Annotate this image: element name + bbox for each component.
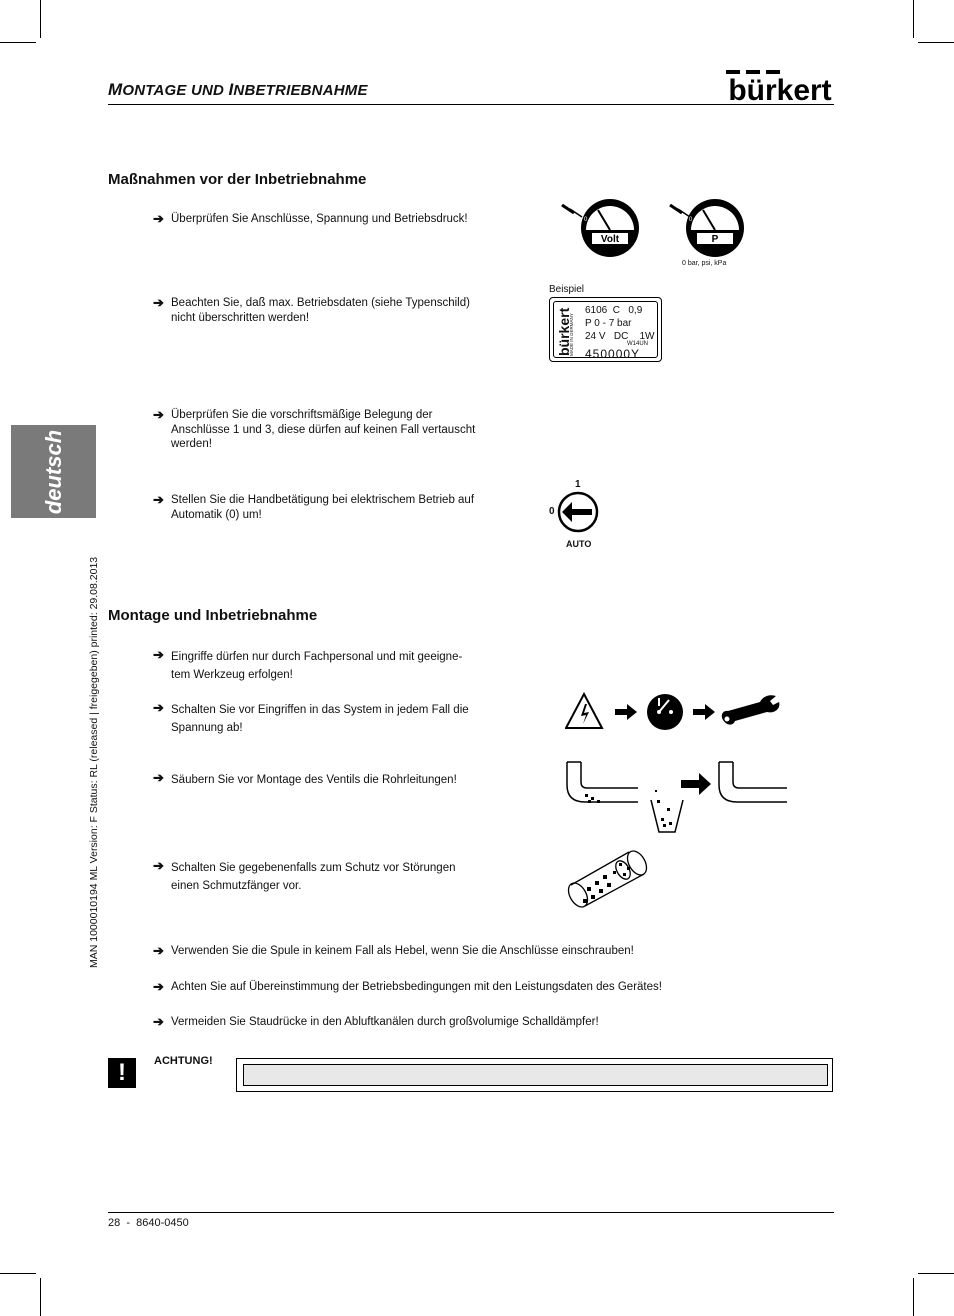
warning-box-content [243,1064,828,1086]
arrow-icon: ➔ [153,647,164,662]
switch-off-icon [647,694,683,730]
gauge-units-note: 0 bar, psi, kPa [682,260,727,267]
switch-position-0: 0 [549,506,555,517]
list-item: ➔Schalten Sie gegebenenfalls zum Schutz … [153,859,473,895]
svg-text:bürkert: bürkert [728,74,831,104]
high-voltage-warning-icon [565,691,604,729]
warning-label: ACHTUNG! [154,1055,213,1067]
list-item: ➔Stellen Sie die Handbetätigung bei elek… [153,492,475,521]
switch-position-1: 1 [575,479,581,490]
arrow-right-icon [693,704,715,720]
svg-text:0: 0 [584,217,588,223]
crop-mark [40,1278,41,1316]
list-item: ➔Überprüfen Sie Anschlüsse, Spannung und… [153,211,468,226]
arrow-icon: ➔ [153,700,164,715]
burkert-logo: bürkert [726,70,832,104]
document-meta-vertical: MAN 1000010194 ML Version: F Status: RL … [88,556,100,968]
nameplate-line3: 24 V DC 1W [585,331,655,342]
crop-mark [913,0,914,38]
arrow-icon: ➔ [153,407,164,422]
arrow-icon: ➔ [153,211,164,226]
arrow-right-icon [681,773,711,795]
crop-mark [918,42,954,43]
footer-rule [108,1212,834,1213]
page-footer: 28 - 8640-0450 [108,1217,189,1229]
arrow-icon: ➔ [153,492,164,507]
svg-text:0: 0 [689,217,693,223]
crop-mark [918,1273,954,1274]
list-item: ➔Überprüfen Sie die vorschriftsmäßige Be… [153,407,476,450]
list-item: ➔Säubern Sie vor Montage des Ventils die… [153,771,493,789]
dirt-container-icon [650,790,684,833]
arrow-icon: ➔ [153,295,164,310]
wrench-icon [721,695,780,725]
arrow-icon: ➔ [153,1014,164,1029]
section-title-preparation: Maßnahmen vor der Inbetriebnahme [108,171,367,188]
switch-auto-label: AUTO [566,539,592,549]
nameplate-serial: 450000Y [585,347,641,361]
gauges-illustration: Volt 0 P 0 [561,199,744,257]
nameplate-code: W14UN [627,341,649,347]
crop-mark [40,0,41,38]
crop-mark [913,1278,914,1316]
nameplate-line2: P 0 - 7 bar [585,318,632,329]
language-tab-label: deutsch [40,429,66,514]
clean-pipe-icon [718,761,787,803]
list-item: ➔Beachten Sie, daß max. Betriebsdaten (s… [153,295,470,324]
dirt-strainer-illustration [567,850,648,908]
page-header-title: MONTAGE UND INBETRIEBNAHME [108,80,368,99]
nameplate-caption: Beispiel [549,284,585,295]
nameplate: bürkert MADE IN GERMANY 6106 C 0,9 P 0 -… [549,297,662,362]
warning-icon: ! [108,1058,136,1088]
power-off-illustration [565,691,780,730]
section-title-installation: Montage und Inbetriebnahme [108,607,318,624]
arrow-icon: ➔ [153,858,164,873]
language-tab: deutsch [11,425,96,518]
warning-box [236,1058,833,1092]
dirty-pipe-icon [566,761,638,803]
list-item: ➔Verwenden Sie die Spule in keinem Fall … [153,943,634,958]
crop-mark [0,42,36,43]
list-item: ➔Vermeiden Sie Staudrücke in den Abluftk… [153,1014,599,1029]
arrow-right-icon [615,704,637,720]
arrow-icon: ➔ [153,979,164,994]
arrow-icon: ➔ [153,943,164,958]
header-rule [108,104,834,105]
crop-mark [0,1273,36,1274]
arrow-icon: ➔ [153,770,164,785]
nameplate-made-in: MADE IN GERMANY [569,313,574,356]
svg-text:P: P [712,234,719,245]
svg-text:Volt: Volt [601,234,620,245]
voltmeter-icon: Volt 0 [561,199,639,257]
nameplate-line1: 6106 C 0,9 [585,305,643,316]
list-item: ➔Eingriffe dürfen nur durch Fachpersonal… [153,648,473,684]
pressure-gauge-icon: P 0 [669,199,744,257]
pipe-cleaning-illustration [566,761,787,833]
list-item: ➔Achten Sie auf Übereinstimmung der Betr… [153,979,662,994]
list-item: ➔Schalten Sie vor Eingriffen in das Syst… [153,701,473,737]
manual-override-icon [557,491,599,533]
